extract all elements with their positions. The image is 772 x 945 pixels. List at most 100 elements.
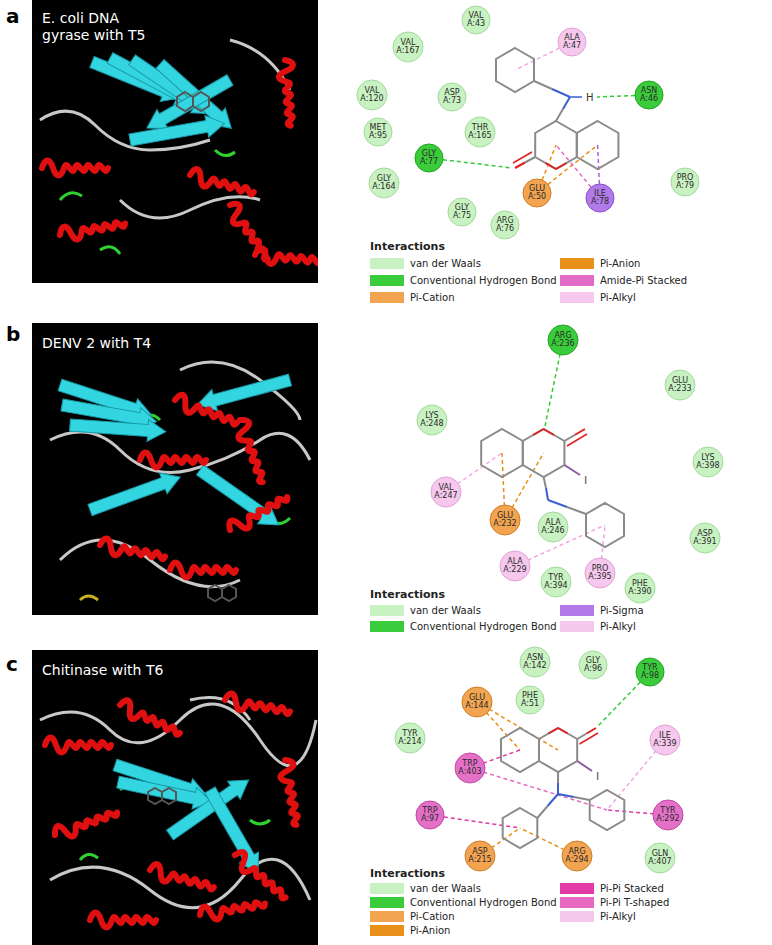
legend-row: Pi-Pi Stacked [560, 883, 664, 894]
residue-circle: VAL A:120 [356, 79, 388, 111]
residue-text-box: VAL A:247 [430, 476, 462, 508]
residue-circle: LYS A:248 [416, 404, 448, 436]
residue-text-box: ARG A:76 [490, 210, 520, 240]
ligand-structure [501, 728, 624, 848]
residue-text-box: GLU A:232 [489, 504, 521, 536]
interaction-lines [446, 340, 605, 573]
interaction-lines [429, 42, 649, 198]
legend-swatch [560, 621, 594, 632]
atom-label: H [586, 92, 594, 103]
residue-label: ASN A:142 [523, 654, 546, 671]
legend-row: Amide-Pi Stacked [560, 275, 687, 286]
residue-label: ALA A:47 [563, 34, 581, 51]
legend-text: Pi-Cation [410, 911, 454, 922]
residue-circle: PRO A:79 [670, 167, 700, 197]
legend-swatch [370, 292, 404, 303]
residue-text-box: ALA A:246 [537, 511, 569, 543]
legend-heading: Interactions [370, 240, 445, 253]
legend-row: van der Waals [370, 258, 481, 269]
legend-row: Pi-Alkyl [560, 292, 636, 303]
legend-swatch [370, 897, 404, 908]
residue-circle: THR A:165 [464, 116, 496, 148]
residue-circle: ARG A:294 [561, 840, 593, 872]
legend-swatch [370, 275, 404, 286]
residue-circle: ALA A:246 [537, 511, 569, 543]
atom-label: I [596, 770, 599, 783]
residue-disc [579, 651, 607, 679]
residue-disc [516, 686, 544, 714]
atom-label: I [584, 474, 587, 487]
legend-text: Pi-Alkyl [600, 292, 636, 303]
ligand-structure [481, 429, 624, 547]
residue-text-box: ILE A:339 [649, 724, 681, 756]
residue-text-box: MET A:95 [363, 117, 393, 147]
residue-circle: GLY A:77 [414, 143, 444, 173]
residue-disc [562, 841, 592, 871]
residue-text-box: TYR A:292 [652, 799, 684, 831]
residue-label: GLU A:50 [528, 185, 546, 202]
residue-label: GLN A:407 [648, 850, 671, 867]
residue-text-box: GLU A:144 [461, 686, 493, 718]
legend-row: Pi-Alkyl [560, 621, 636, 632]
residue-label: THR A:165 [468, 124, 491, 141]
residue-disc [586, 184, 614, 212]
residue-label: ARG A:76 [496, 217, 514, 234]
residue-label: VAL A:120 [360, 87, 383, 104]
residue-text-box: VAL A:167 [392, 31, 424, 63]
residue-text-box: TRP A:97 [415, 800, 445, 830]
residue-text-box: PRO A:79 [670, 167, 700, 197]
residue-circle: PHE A:390 [624, 572, 656, 604]
residue-label: ARG A:236 [551, 332, 574, 349]
residue-text-box: GLY A:77 [414, 143, 444, 173]
residue-text-box: PHE A:390 [624, 572, 656, 604]
residue-circle: PHE A:51 [515, 685, 545, 715]
residue-circle: VAL A:167 [392, 31, 424, 63]
legend-swatch [560, 258, 594, 269]
residue-text-box: ALA A:229 [499, 550, 531, 582]
panel-title: DENV 2 with T4 [42, 335, 172, 352]
residue-text-box: LYS A:248 [416, 404, 448, 436]
legend-swatch [560, 275, 594, 286]
residue-disc [558, 28, 586, 56]
residue-text-box: PHE A:51 [515, 685, 545, 715]
residue-circle: ASP A:215 [464, 840, 496, 872]
residue-text-box: GLU A:50 [522, 178, 552, 208]
residue-label: PRO A:79 [676, 174, 694, 191]
interaction-lines [430, 672, 668, 856]
residue-text-box: GLY A:75 [447, 197, 477, 227]
legend-row: Pi-Alkyl [560, 911, 636, 922]
legend-swatch [560, 292, 594, 303]
residue-label: GLU A:233 [668, 377, 691, 394]
protein-ribbon [40, 40, 318, 268]
residue-text-box: ASP A:391 [689, 522, 721, 554]
residue-text-box: GLU A:233 [664, 369, 696, 401]
legend-row: Conventional Hydrogen Bond [370, 621, 557, 632]
residue-label: PHE A:390 [628, 580, 651, 597]
legend-text: van der Waals [410, 605, 481, 616]
residue-label: ASN A:46 [640, 87, 658, 104]
panel-letter: b [6, 322, 20, 346]
residue-text-box: ALA A:47 [557, 27, 587, 57]
residue-disc [491, 211, 519, 239]
legend-row: Pi-Anion [370, 925, 450, 936]
residue-label: TYR A:292 [656, 807, 679, 824]
residue-label: ASP A:215 [468, 848, 491, 865]
residue-text-box: GLY A:96 [578, 650, 608, 680]
residue-circle: TYR A:214 [394, 722, 426, 754]
protein-panel [32, 650, 318, 945]
residue-circle: TYR A:394 [540, 566, 572, 598]
residue-disc [665, 370, 695, 400]
residue-label: TRP A:97 [421, 807, 439, 824]
legend-swatch [560, 911, 594, 922]
residue-label: GLU A:144 [465, 694, 488, 711]
residue-circle: ILE A:78 [585, 183, 615, 213]
residue-disc [448, 198, 476, 226]
residue-disc [585, 558, 615, 588]
residue-disc [548, 325, 578, 355]
residue-disc [462, 687, 492, 717]
residue-disc [693, 447, 723, 477]
residue-circle: GLN A:407 [644, 842, 676, 874]
residue-disc [438, 83, 466, 111]
panel-letter: a [6, 4, 20, 28]
